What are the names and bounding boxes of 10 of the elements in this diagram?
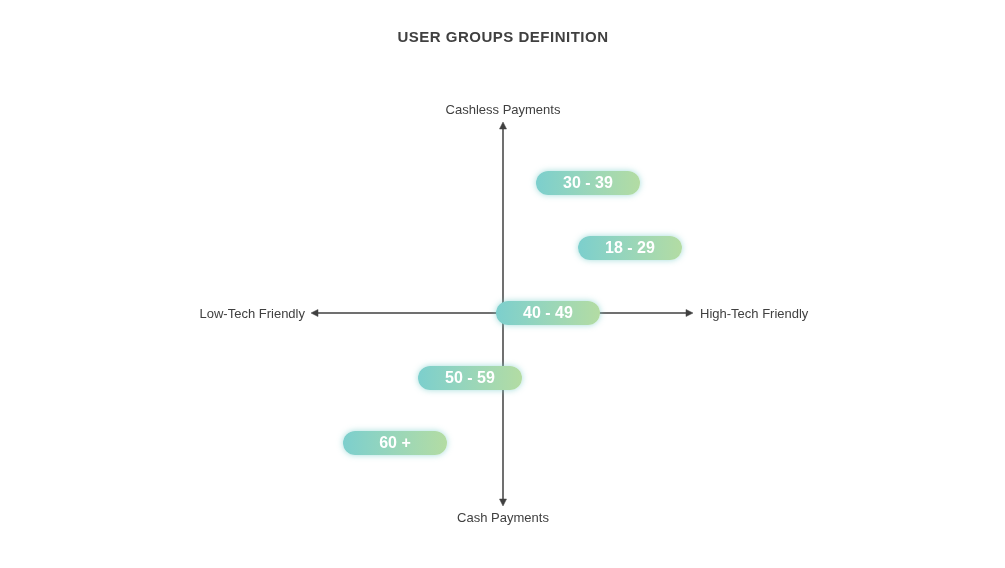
chart-title: USER GROUPS DEFINITION [397,28,609,46]
age-group-pill: 30 - 39 [536,171,640,195]
axis-label: Cash Payments [457,510,549,526]
axis-label: Cashless Payments [445,102,561,118]
age-group-pill: 50 - 59 [418,366,522,390]
age-group-pill: 18 - 29 [578,236,682,260]
axis-label: High-Tech Friendly [700,306,809,322]
age-group-pill: 60 + [343,431,447,455]
age-group-pill: 40 - 49 [496,301,600,325]
axis-label: Low-Tech Friendly [199,306,305,322]
